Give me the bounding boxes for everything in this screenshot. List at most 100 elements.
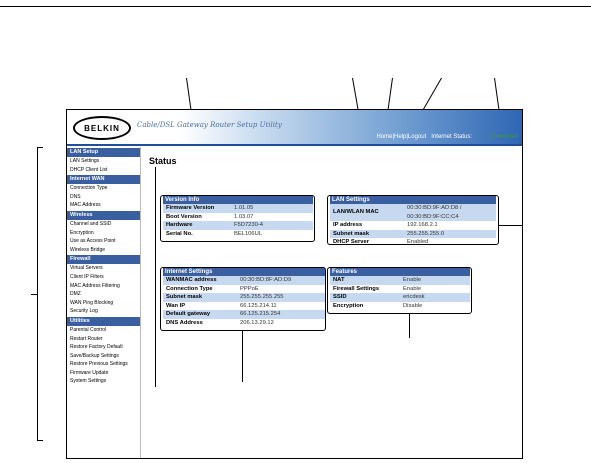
row-label: Subnet mask (166, 294, 203, 301)
help-link[interactable]: Help (394, 134, 407, 140)
internet-status-label: Internet Status: (431, 134, 472, 140)
sidebar-item-client-ip-filters[interactable]: Client IP Filters (70, 273, 104, 280)
panel-title: Version Info (163, 196, 313, 204)
row-label: LAN/WLAN MAC (333, 209, 379, 215)
row-label: DHCP Server (333, 239, 369, 246)
row-label: NAT (333, 277, 345, 283)
sidebar-item-dhcp-client-list[interactable]: DHCP Client List (70, 166, 108, 173)
sidebar-section-internet-wan[interactable]: Internet WAN (67, 175, 140, 185)
sidebar-item-mac-address-filtering[interactable]: MAC Address Filtering (70, 282, 120, 289)
row-value: 255.255.255.0 (407, 230, 445, 237)
sidebar-item-connection-type[interactable]: Connection Type (70, 185, 108, 192)
page-title: Status (149, 156, 177, 166)
sidebar-bracket-tick (31, 294, 37, 295)
info-row: NAT Enable (330, 276, 470, 285)
features-callout-line (409, 313, 410, 338)
row-label: WANMAC address (166, 277, 217, 283)
row-value: 00:30:BD:9F:AD:D8 / 00:30:BD:9F:CC:C4 (407, 205, 462, 220)
info-row: Serial No. BEL106UL (163, 230, 313, 239)
sidebar-section-lan-setup[interactable]: LAN Setup (67, 148, 140, 157)
sidebar-item-restore-factory-default[interactable]: Restore Factory Default (70, 344, 123, 351)
row-value: 66.125.215.254 (240, 311, 281, 318)
row-value: 192.168.2.1 (407, 222, 438, 228)
sidebar-item-dmz[interactable]: DMZ (70, 291, 81, 298)
row-label: Boot Version (166, 213, 202, 220)
belkin-logo: BELKIN (73, 116, 131, 140)
info-row: Firmware Version 1.01.05 (163, 204, 313, 213)
lan-callout-line (498, 225, 522, 226)
row-label: Serial No. (166, 230, 193, 237)
row-label: Hardware (166, 222, 193, 229)
sidebar-item-dns[interactable]: DNS (70, 193, 81, 200)
sidebar-section-wireless[interactable]: Wireless (67, 210, 140, 220)
info-row: Default gateway 66.125.215.254 (163, 310, 325, 319)
row-value: 66.125.214.11 (240, 302, 277, 309)
sidebar-section-firewall[interactable]: Firewall (67, 255, 140, 265)
info-row: Hardware F5D7230-4 (163, 221, 313, 230)
row-value: Enabled (407, 239, 429, 246)
info-row: Subnet mask 255.255.255.255 (163, 293, 325, 302)
info-row: LAN/WLAN MAC 00:30:BD:9F:AD:D8 / 00:30:BD… (330, 204, 496, 221)
row-value: Disable (403, 302, 423, 309)
header-bar: BELKIN Cable/DSL Gateway Router Setup Ut… (67, 110, 522, 146)
info-row: Boot Version 1.03.07 (163, 213, 313, 222)
sidebar-item-use-as-access-point[interactable]: Use as Access Point (70, 238, 116, 245)
row-value: 00:30:BD:8F:AD:D9 (240, 277, 292, 283)
row-value: ericdesk (403, 294, 425, 301)
row-label: IP address (333, 222, 363, 228)
sidebar-section-utilities[interactable]: Utilities (67, 316, 140, 326)
row-label: Wan IP (166, 302, 186, 309)
sidebar-item-mac-address[interactable]: MAC Address (70, 202, 101, 209)
sidebar-item-channel-and-ssid[interactable]: Channel and SSID (70, 220, 112, 227)
row-value: 255.255.255.255 (240, 294, 284, 301)
row-label: Connection Type (166, 285, 213, 292)
logout-link[interactable]: Logout (407, 134, 427, 140)
sidebar-item-encryption[interactable]: Encryption (70, 229, 94, 236)
info-row: Subnet mask 255.255.255.0 (330, 229, 496, 239)
sidebar-item-save-backup-settings[interactable]: Save/Backup Settings (70, 352, 119, 359)
sidebar-bracket (37, 147, 43, 441)
row-value: Enable (403, 277, 422, 283)
sidebar-item-parental-control[interactable]: Parental Control (70, 326, 107, 333)
info-row: DHCP Server Enabled (330, 238, 496, 247)
panel-title: LAN Settings (330, 196, 496, 204)
row-value: BEL106UL (234, 230, 263, 237)
info-row: IP address 192.168.2.1 (330, 221, 496, 230)
row-label: Default gateway (166, 311, 211, 318)
sidebar-item-wan-ping-blocking[interactable]: WAN Ping Blocking (70, 299, 114, 306)
left-vertical-line (155, 167, 156, 387)
row-value: F5D7230-4 (234, 222, 264, 229)
sidebar-item-wireless-bridge[interactable]: Wireless Bridge (70, 246, 106, 253)
sidebar-item-firmware-update[interactable]: Firmware Update (70, 369, 109, 376)
sidebar-item-lan-settings[interactable]: LAN Settings (70, 158, 100, 164)
top-rule (0, 6, 591, 7)
sidebar-item-restart-router[interactable]: Restart Router (70, 335, 103, 342)
sidebar-item-system-settings[interactable]: System Settings (70, 378, 107, 385)
sidebar-item-restore-previous-settings[interactable]: Restore Previous Settings (70, 361, 128, 368)
row-label: Firmware Version (166, 205, 215, 211)
home-link[interactable]: Home (376, 134, 393, 140)
sidebar-item-security-log[interactable]: Security Log (70, 308, 98, 315)
row-value: Enable (403, 285, 422, 292)
sidebar-item-virtual-servers[interactable]: Virtual Servers (70, 265, 103, 272)
row-label: Encryption (333, 302, 364, 309)
row-value: 1.03.07 (234, 213, 254, 220)
row-value: 206.13.29.12 (240, 319, 274, 326)
info-row: Connection Type PPPoE (163, 285, 325, 294)
panel-title: Internet Settings (163, 268, 325, 276)
row-value: 1.01.05 (234, 205, 254, 211)
info-row: WANMAC address 00:30:BD:8F:AD:D9 (163, 276, 325, 285)
router-ui-window: BELKIN Cable/DSL Gateway Router Setup Ut… (66, 109, 523, 459)
row-value: PPPoE (240, 285, 259, 292)
row-label: Subnet mask (333, 230, 370, 237)
app-subtitle: Cable/DSL Gateway Router Setup Utility (137, 121, 282, 129)
info-row: Wan IP 66.125.214.11 (163, 302, 325, 311)
internet-status-value: Connected (488, 134, 518, 140)
